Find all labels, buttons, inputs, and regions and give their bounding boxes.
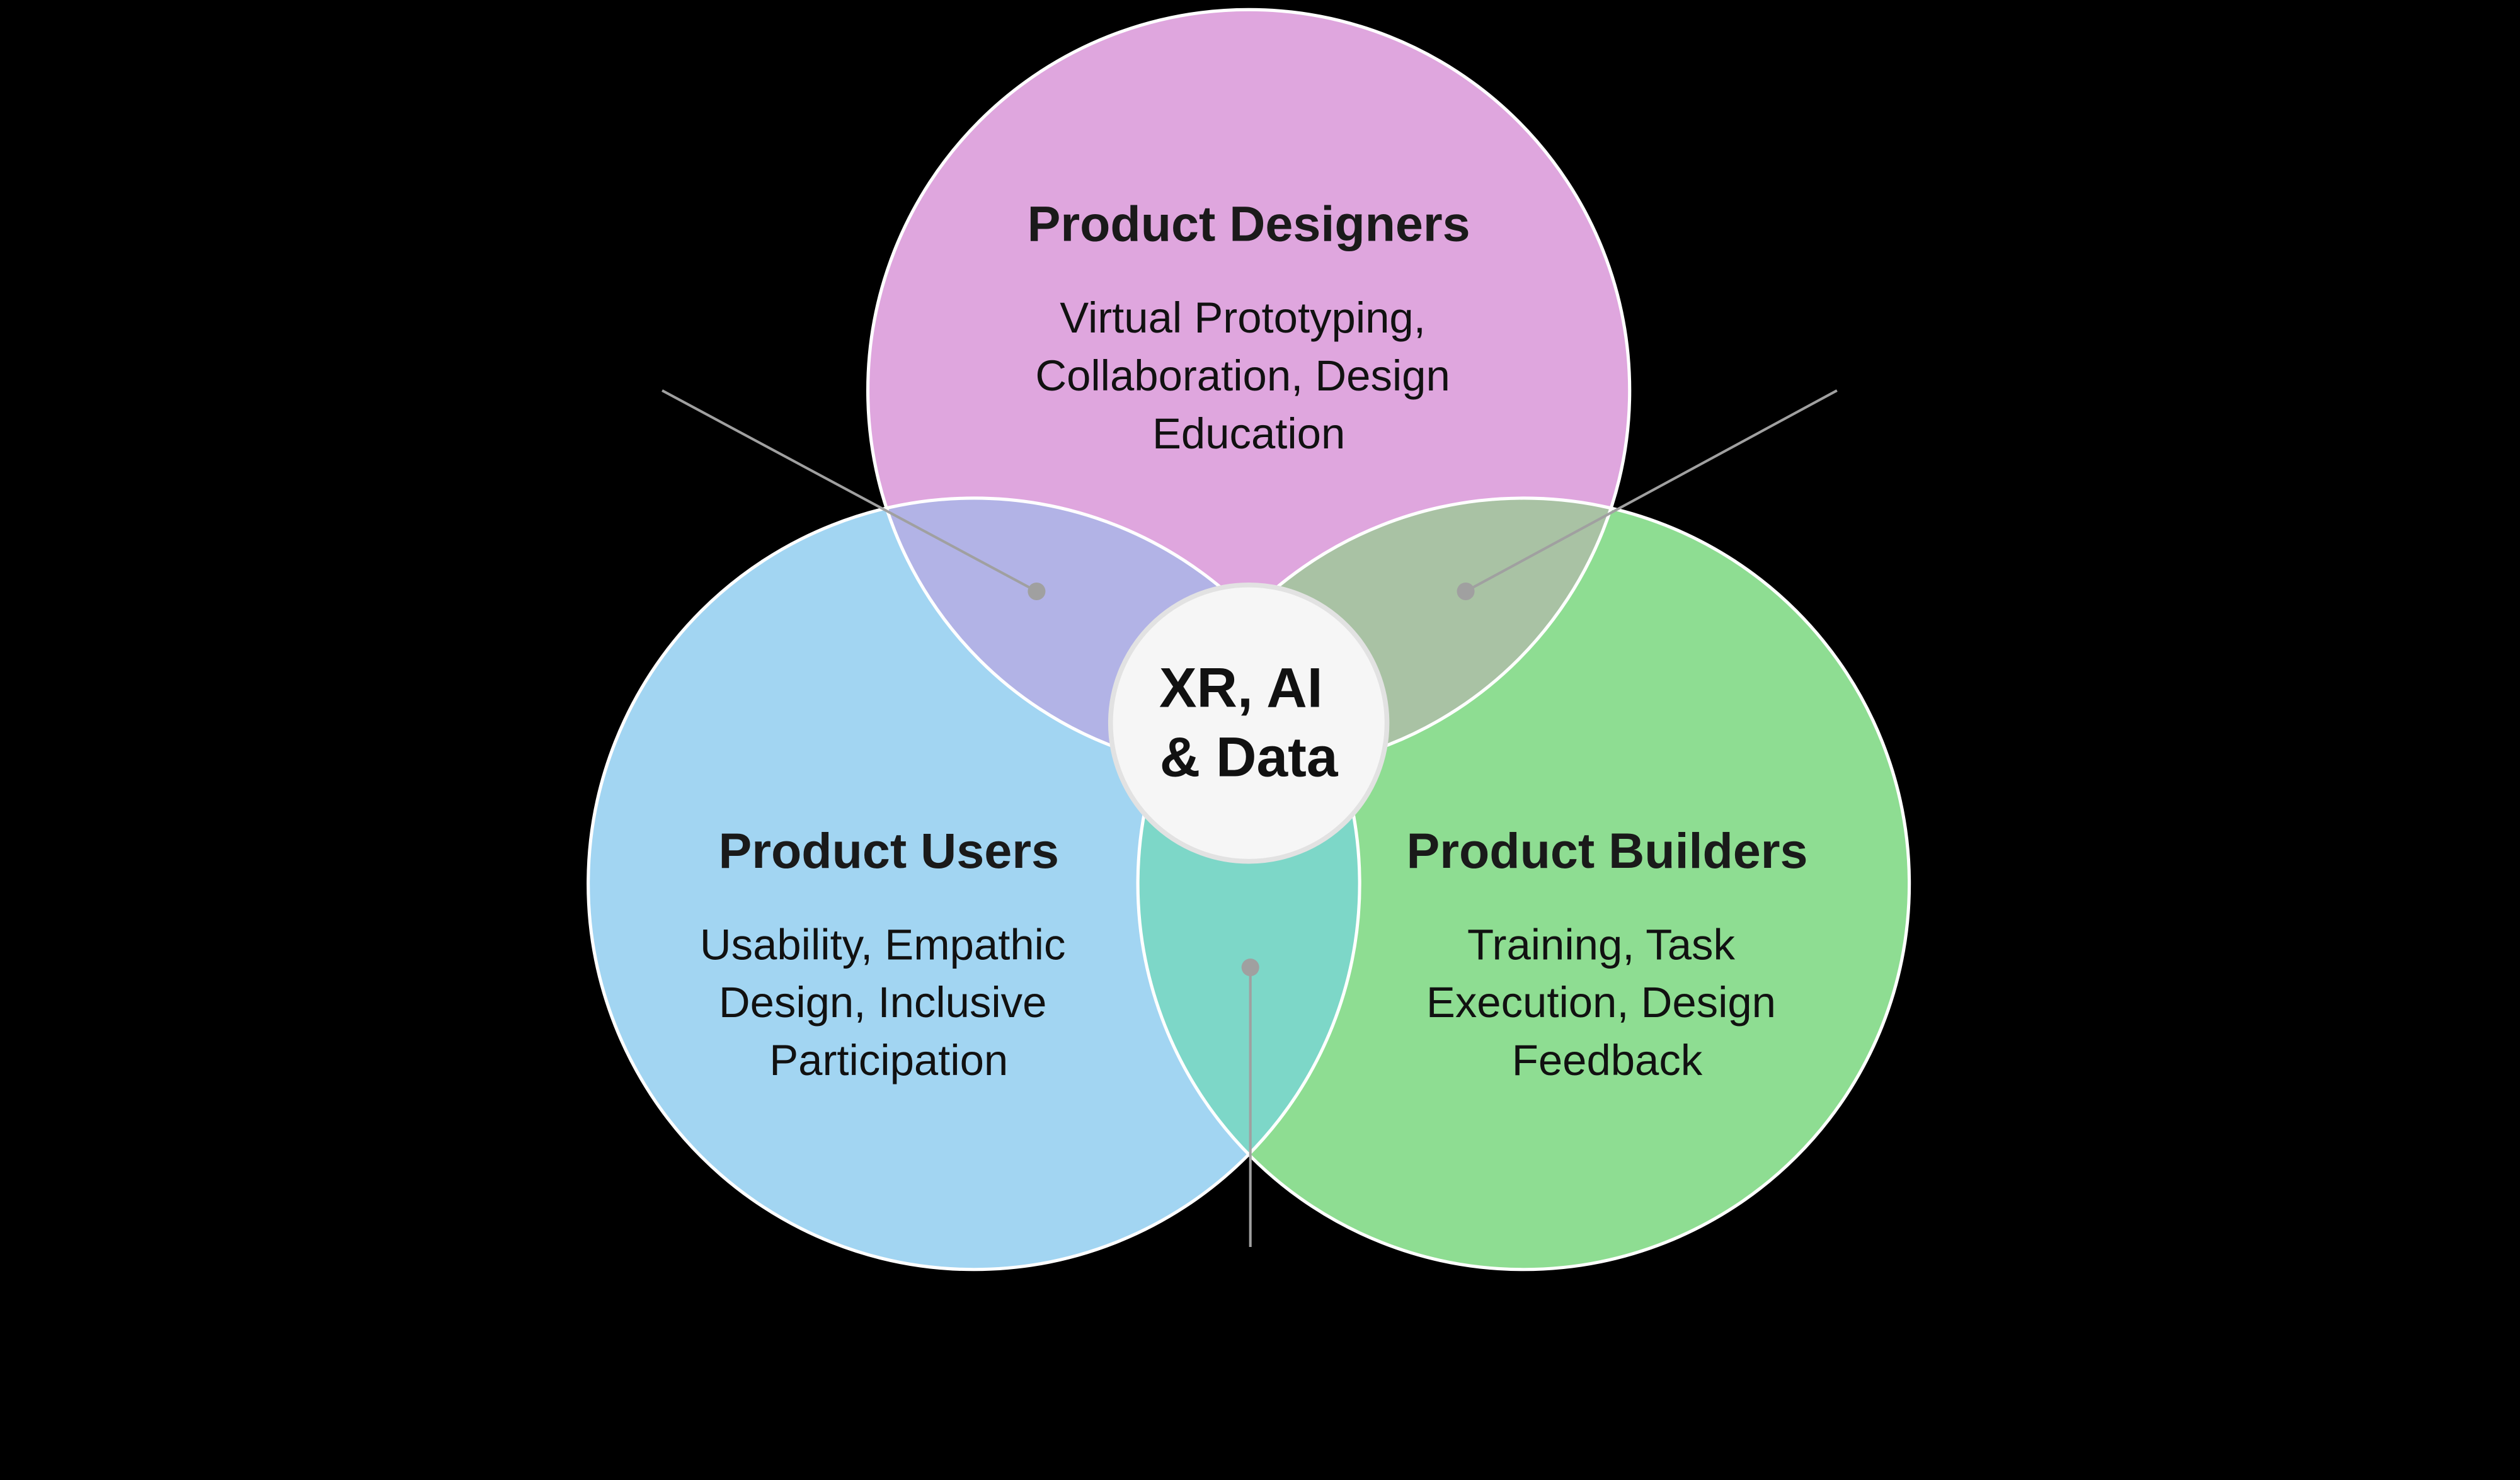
center-badge-label: XR, AI & Data xyxy=(1159,656,1339,788)
callout-dot-bottom xyxy=(1241,959,1259,977)
callout-bottom xyxy=(1241,959,1259,1248)
center-badge-line2: & Data xyxy=(1160,725,1339,788)
builders-desc-line1: Training, Task xyxy=(1467,920,1735,969)
users-circle-outline xyxy=(587,496,1361,1272)
designers-desc-line3: Education xyxy=(1152,409,1345,458)
users-desc-line3: Participation xyxy=(769,1036,1008,1084)
callout-dot-left xyxy=(1028,582,1046,601)
users-desc-line1: Usability, Empathic xyxy=(700,920,1065,969)
builders-circle-outline xyxy=(1136,496,1911,1272)
users-desc-line2: Design, Inclusive xyxy=(719,978,1047,1027)
designers-title: Product Designers xyxy=(1028,196,1470,252)
callout-line-left xyxy=(662,389,1038,593)
builders-desc-line2: Execution, Design xyxy=(1426,978,1776,1027)
builders-desc: Training, Task Execution, Design Feedbac… xyxy=(1426,920,1788,1084)
builders-title: Product Builders xyxy=(1407,823,1808,879)
callout-line-right xyxy=(1465,389,1838,593)
callout-right xyxy=(1457,389,1838,601)
designers-desc: Virtual Prototyping, Collaboration, Desi… xyxy=(1035,293,1462,458)
center-badge-ring xyxy=(1108,582,1390,864)
users-desc: Usability, Empathic Design, Inclusive Pa… xyxy=(700,920,1078,1084)
builders-desc-line3: Feedback xyxy=(1512,1036,1703,1084)
center-badge-circle xyxy=(1110,584,1387,862)
users-title: Product Users xyxy=(718,823,1058,879)
designers-desc-line2: Collaboration, Design xyxy=(1035,351,1450,400)
center-badge-line1: XR, AI xyxy=(1159,656,1323,719)
callout-dot-right xyxy=(1457,582,1475,601)
designers-desc-line1: Virtual Prototyping, xyxy=(1060,293,1426,342)
callout-left xyxy=(662,389,1046,601)
